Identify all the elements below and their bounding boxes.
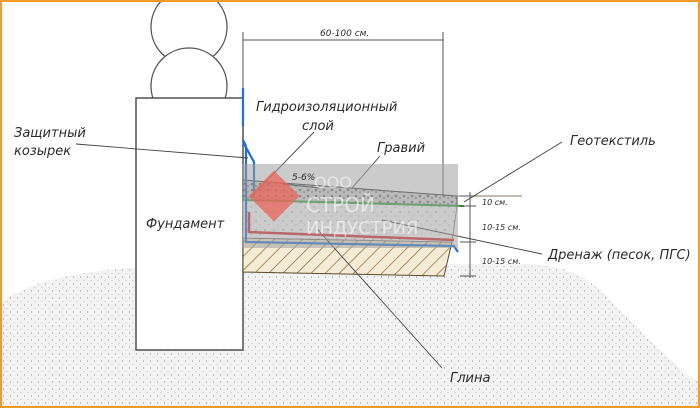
watermark-line3: ИНДУСТРИЯ [306, 218, 418, 239]
leader-geotextile [463, 141, 563, 203]
gravel-label: Гравий [377, 141, 425, 156]
foundation-label: Фундамент [146, 217, 225, 232]
watermark-line1: ООО [314, 173, 352, 192]
dim-clay-label: 10-15 см. [482, 257, 521, 266]
geotextile-label: Геотекстиль [570, 134, 656, 149]
waterproofing-label-line1: Гидроизоляционный [256, 100, 397, 115]
leader-clay [317, 229, 443, 369]
width-range-label: 60-100 см. [320, 29, 369, 39]
soil-texture [2, 264, 698, 406]
drainage-label: Дренаж (песок, ПГС) [547, 248, 691, 263]
protective-visor-label-line2: козырек [14, 144, 71, 159]
clay-label: Глина [450, 371, 491, 386]
watermark: ООО СТРОЙ ИНДУСТРИЯ [242, 164, 458, 248]
protective-visor-label-line1: Защитный [14, 126, 86, 141]
waterproofing-label-line2: слой [302, 119, 334, 134]
slope-label: 5-6% [292, 173, 315, 183]
dim-gravel-label: 10 см. [482, 198, 508, 207]
dim-drainage-label: 10-15 см. [482, 223, 521, 232]
watermark-line2: СТРОЙ [306, 193, 375, 217]
foundation-block [135, 97, 244, 351]
leader-visor [75, 143, 249, 159]
